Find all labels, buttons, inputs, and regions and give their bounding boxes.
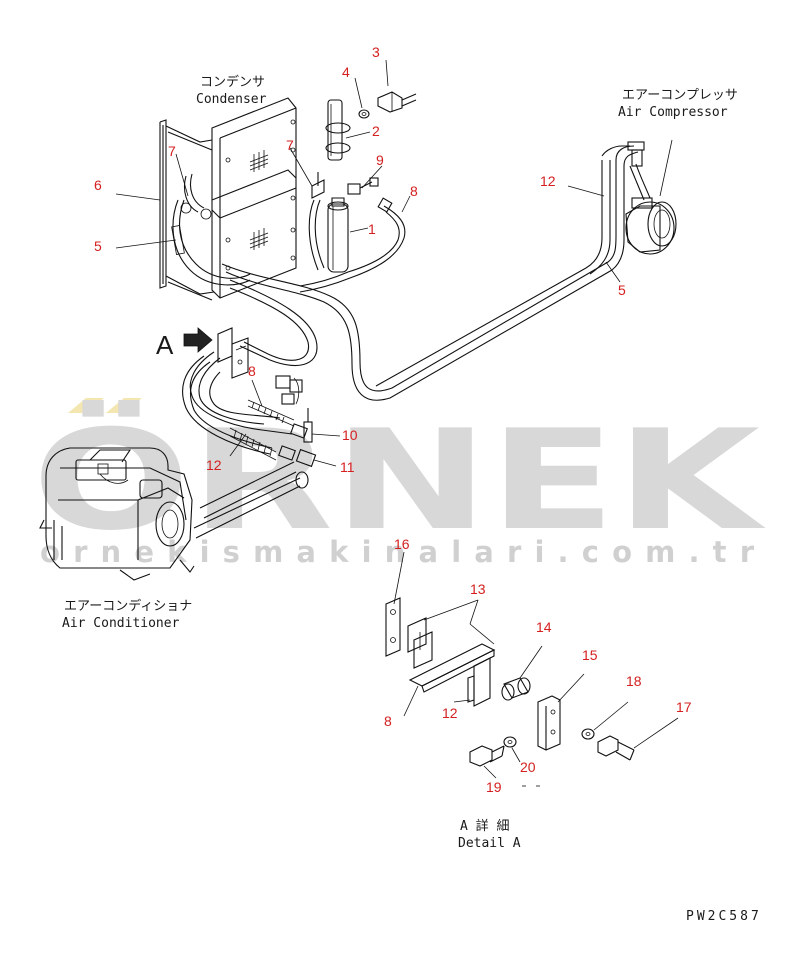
callout-1: 1 — [368, 221, 376, 237]
callout-9: 9 — [376, 152, 384, 168]
detail-a-label-jp: A 詳 細 — [460, 818, 509, 834]
compressor-label-jp: エアーコンプレッサ — [622, 88, 738, 103]
callout-15: 15 — [582, 647, 598, 663]
callout-5-right: 5 — [618, 282, 626, 298]
callout-6: 6 — [94, 177, 102, 193]
watermark-accent-right — [106, 398, 142, 413]
conditioner-label-jp: エアーコンディショナ — [64, 598, 192, 614]
condenser-label-jp: コンデンサ — [200, 74, 265, 90]
callout-14: 14 — [536, 619, 552, 635]
view-a-arrow-icon — [183, 327, 213, 353]
conditioner-label-en: Air Conditioner — [62, 616, 180, 631]
detail-a — [385, 597, 635, 787]
callout-16: 16 — [394, 536, 410, 552]
callout-17: 17 — [676, 699, 692, 715]
callout-12-mid: 12 — [206, 457, 222, 473]
callout-10: 10 — [342, 427, 358, 443]
callout-2: 2 — [372, 123, 380, 139]
callout-7-left: 7 — [168, 143, 176, 159]
refrigerant-piping — [182, 145, 639, 539]
callout-5-left: 5 — [94, 238, 102, 254]
callout-8-detail: 8 — [384, 713, 392, 729]
detail-a-label-en: Detail A — [458, 836, 521, 851]
condenser-assembly — [159, 97, 297, 301]
callout-8-mid: 8 — [248, 363, 256, 379]
callout-13: 13 — [470, 581, 486, 597]
callout-11: 11 — [340, 459, 355, 475]
condenser-label-en: Condenser — [196, 92, 267, 107]
leader-lines — [115, 59, 679, 779]
callout-3: 3 — [372, 44, 380, 60]
watermark-accent-left — [68, 398, 104, 413]
bracket-a — [183, 327, 249, 379]
view-a-letter: A — [156, 330, 174, 360]
callout-7-right: 7 — [286, 137, 294, 153]
air-compressor — [625, 141, 677, 255]
callout-8-top: 8 — [410, 183, 418, 199]
callout-4: 4 — [342, 64, 350, 80]
compressor-label-en: Air Compressor — [618, 105, 728, 120]
callout-19: 19 — [486, 779, 502, 795]
labels: コンデンサ Condenser エアーコンプレッサ Air Compressor… — [62, 74, 762, 924]
callout-18: 18 — [626, 673, 642, 689]
air-conditioner-unit — [39, 447, 195, 581]
receiver-drier — [299, 91, 417, 293]
callout-20: 20 — [520, 759, 536, 775]
callout-12-top: 12 — [540, 173, 556, 189]
drawing-code: PW2C587 — [686, 909, 762, 924]
part-callouts: 3 4 2 7 7 9 8 1 6 5 12 5 8 10 12 11 16 1… — [94, 44, 692, 795]
callout-12-detail: 12 — [442, 705, 458, 721]
